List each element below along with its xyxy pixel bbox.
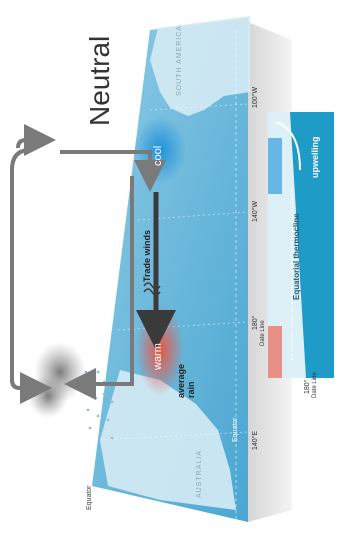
cool-label: cool xyxy=(152,145,164,166)
cross-section-date-line-label: Date Line xyxy=(312,372,318,398)
rain-cloud-lower xyxy=(28,374,68,418)
walker-sinking-arrow xyxy=(60,150,166,192)
longitude-label-100w: 100°W xyxy=(252,86,259,108)
longitude-line-100w xyxy=(149,103,249,111)
upwelling-arrow xyxy=(275,121,301,171)
longitude-line-140w xyxy=(137,211,249,221)
walker-loop-down-arrow xyxy=(10,170,52,404)
equatorial-thermocline-label: Equatorial thermocline xyxy=(292,213,301,300)
cross-section-cool-cell xyxy=(268,138,282,194)
walker-loop-corner xyxy=(10,148,31,171)
cross-section-warm-cell xyxy=(268,326,282,378)
longitude-label-140e: 140°E xyxy=(252,430,259,450)
page-title: Neutral xyxy=(84,35,115,126)
average-rain-label: average rain xyxy=(176,363,196,398)
warm-label: warm xyxy=(152,343,164,370)
wind-symbol-icon xyxy=(143,282,161,296)
equator-label-left: Equator xyxy=(86,485,93,510)
date-line-label: Date Line xyxy=(260,320,266,346)
trade-winds-label: Trade winds xyxy=(142,229,152,282)
upwelling-label: upwelling xyxy=(310,136,320,179)
cross-section-180-label: 180° xyxy=(304,379,311,394)
australia-label: AUSTRALIA xyxy=(196,450,203,498)
longitude-label-180: 180° xyxy=(252,315,259,330)
equator-label-right: Equator xyxy=(232,417,239,442)
south-america-land xyxy=(150,16,250,116)
south-america-label: SOUTH AMERICA xyxy=(176,25,183,96)
longitude-label-140w: 140°W xyxy=(252,200,259,222)
walker-rising-arrow xyxy=(64,346,134,400)
australia-land xyxy=(100,370,236,510)
walker-loop-top-arrow xyxy=(16,124,56,156)
